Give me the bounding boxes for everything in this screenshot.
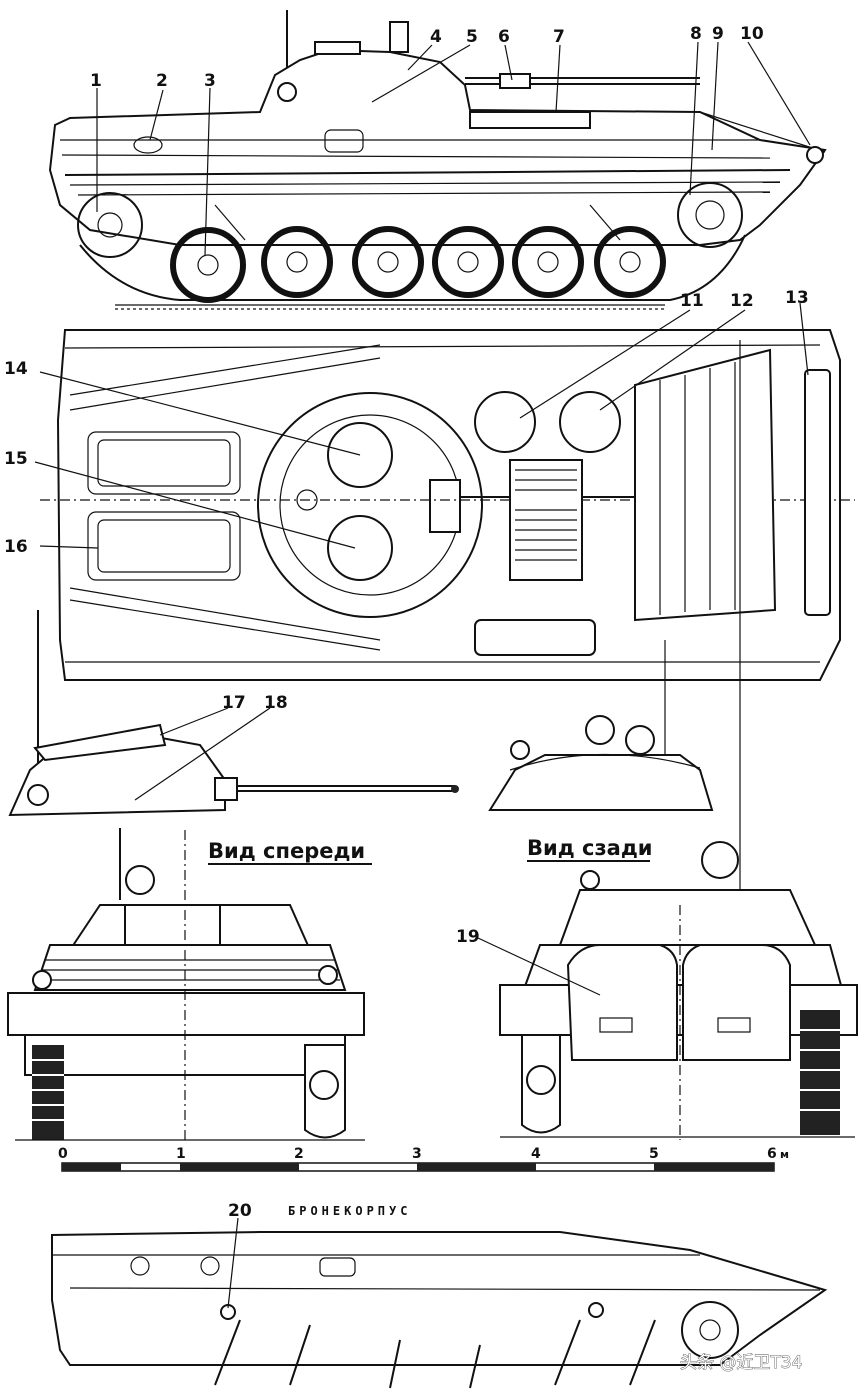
callout-15: 15 — [4, 449, 28, 469]
callout-10: 10 — [740, 24, 764, 44]
scale-tick-6: 6 — [767, 1146, 777, 1162]
top-view — [40, 329, 855, 905]
armored-hull-view — [51, 1231, 828, 1389]
callout-4: 4 — [430, 27, 442, 47]
suspension-arms — [214, 1302, 656, 1389]
callout-1: 1 — [90, 71, 102, 91]
callout-16: 16 — [4, 537, 28, 557]
scale-bar: 0 1 2 3 4 5 6 м — [58, 1146, 789, 1172]
scale-tick-5: 5 — [649, 1146, 659, 1162]
front-view — [7, 828, 365, 1140]
turret-side-view — [8, 610, 459, 817]
turret-rear-view — [488, 715, 714, 811]
road-wheels — [170, 226, 666, 303]
front-view-title: Вид спереди — [208, 839, 365, 863]
side-view — [48, 10, 827, 310]
scale-tick-4: 4 — [531, 1146, 541, 1162]
callout-13: 13 — [785, 288, 809, 308]
callout-18: 18 — [264, 693, 288, 713]
callout-20: 20 — [228, 1201, 252, 1221]
callout-14: 14 — [4, 359, 28, 379]
armored-hull-title: БРОНЕКОРПУС — [288, 1204, 411, 1218]
front-track-links — [32, 1059, 64, 1121]
callout-labels: 1 2 3 4 5 6 7 8 9 10 11 12 13 14 15 16 1… — [4, 24, 809, 1221]
scale-unit: м — [780, 1148, 789, 1161]
rear-view — [499, 841, 858, 1140]
callout-12: 12 — [730, 291, 754, 311]
scale-tick-3: 3 — [412, 1146, 422, 1162]
callout-11: 11 — [680, 291, 704, 311]
callout-6: 6 — [498, 27, 510, 47]
rear-view-title: Вид сзади — [527, 836, 653, 860]
rear-track-links — [800, 1029, 840, 1111]
callout-7: 7 — [553, 27, 565, 47]
callout-2: 2 — [156, 71, 168, 91]
scale-tick-0: 0 — [58, 1146, 68, 1162]
callout-8: 8 — [690, 24, 702, 44]
scale-tick-1: 1 — [176, 1146, 186, 1162]
callout-9: 9 — [712, 24, 724, 44]
callout-17: 17 — [222, 693, 246, 713]
callout-5: 5 — [466, 27, 478, 47]
engine-grille — [515, 469, 577, 561]
watermark: 头条 @近卫T34 — [680, 1353, 802, 1373]
leader-lines — [34, 41, 811, 1309]
callout-3: 3 — [204, 71, 216, 91]
callout-19: 19 — [456, 927, 480, 947]
scale-tick-2: 2 — [294, 1146, 304, 1162]
